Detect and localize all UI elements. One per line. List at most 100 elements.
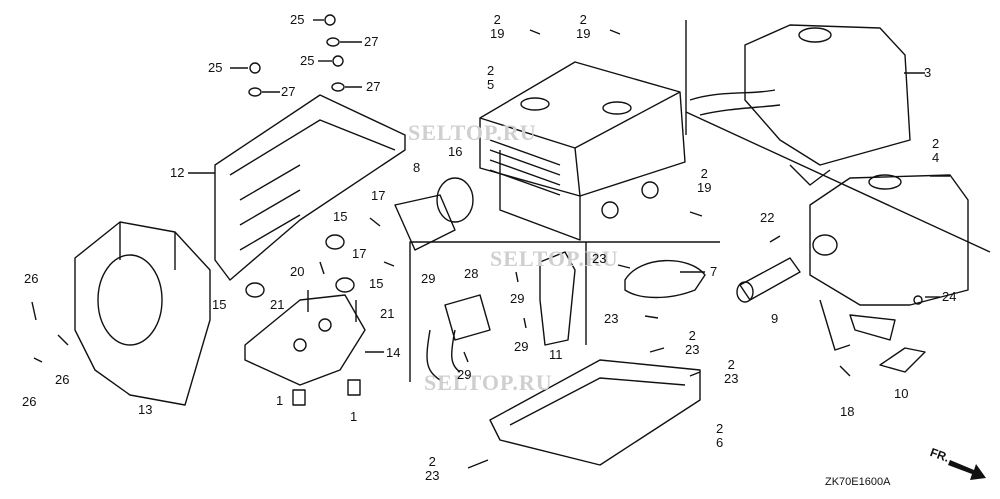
washer	[248, 87, 262, 97]
recoil-starter-frame	[74, 221, 211, 406]
muffler-lower-cover	[489, 359, 701, 466]
callout-15: 15	[212, 297, 227, 312]
collar	[292, 389, 306, 406]
callout-26: 26	[22, 394, 37, 409]
muffler-protector	[479, 61, 686, 241]
callout-12: 12	[170, 165, 185, 180]
callout-20: 20	[290, 264, 305, 279]
separator-line	[409, 241, 720, 382]
bolt	[57, 334, 69, 346]
callout-21: 21	[380, 306, 395, 321]
callout-25: 25	[208, 60, 223, 75]
callout-18: 18	[840, 404, 855, 419]
callout-14: 14	[386, 345, 401, 360]
callout-25: 25	[290, 12, 305, 27]
rubber-mount	[245, 282, 265, 298]
callout-26: 26	[55, 372, 70, 387]
muffler	[809, 174, 969, 351]
callout-17: 17	[371, 188, 386, 203]
muffler-gasket	[879, 347, 926, 373]
callout-11: 11	[549, 347, 563, 362]
collar	[347, 379, 361, 396]
bolt	[31, 301, 37, 321]
nut	[913, 295, 923, 305]
callout-15: 15	[333, 209, 348, 224]
bolt	[515, 271, 519, 283]
exhaust-deflector	[624, 259, 706, 299]
callout-16: 16	[448, 144, 463, 159]
callout-3: 3	[924, 65, 932, 80]
callout-10: 10	[894, 386, 909, 401]
callout-15: 15	[369, 276, 384, 291]
rubber-mount	[325, 234, 345, 250]
callout-27: 27	[364, 34, 379, 49]
callout-29: 29	[510, 291, 525, 306]
bolt	[529, 29, 541, 35]
callout-28: 28	[464, 266, 479, 281]
callout-17: 17	[352, 246, 367, 261]
bolt	[383, 261, 395, 267]
bolt	[649, 347, 665, 353]
bolt	[839, 365, 851, 377]
dust-cover	[394, 194, 456, 251]
exhaust-pipe	[426, 294, 491, 381]
callout-29: 29	[457, 367, 472, 382]
callout-9: 9	[771, 311, 779, 326]
bolt	[644, 315, 659, 319]
bolt	[617, 264, 631, 269]
callout-29: 29	[514, 339, 529, 354]
callout-26: 26	[24, 271, 39, 286]
callout-13: 13	[138, 402, 153, 417]
callout-21: 21	[270, 297, 285, 312]
exhaust-bracket	[539, 251, 576, 346]
nut	[249, 62, 261, 74]
bolt	[319, 261, 325, 275]
callout-27: 27	[281, 84, 296, 99]
engine-mount-plate	[244, 294, 366, 386]
bolt	[369, 217, 381, 227]
callout-8: 8	[413, 160, 421, 175]
bolt	[463, 351, 469, 363]
callout-29: 29	[421, 271, 436, 286]
nut	[332, 55, 344, 67]
callout-1: 1	[276, 393, 284, 408]
watermark: SELTOP.RU	[424, 370, 553, 395]
nut	[324, 14, 336, 26]
callout-24: 24	[942, 289, 957, 304]
callout-23: 23	[604, 311, 619, 326]
callout-7: 7	[710, 264, 718, 279]
bolt	[769, 235, 781, 243]
bolt	[689, 371, 701, 377]
bolt	[689, 211, 703, 217]
rubber-mount	[335, 277, 355, 293]
washer	[331, 82, 345, 92]
separator-line	[685, 111, 991, 253]
diagram-code: ZK70E1600A	[825, 476, 891, 488]
bolt	[609, 29, 621, 35]
callout-23: 23	[592, 251, 607, 266]
bolt	[467, 459, 489, 469]
air-cleaner-cover	[214, 94, 406, 281]
callout-27: 27	[366, 79, 381, 94]
front-arrow-icon	[948, 460, 986, 480]
watermark: SELTOP.RU	[490, 246, 619, 271]
bolt	[33, 357, 43, 363]
watermark: SELTOP.RU	[408, 120, 537, 145]
muffler-heat-protector	[689, 24, 911, 186]
washer	[326, 37, 340, 47]
callout-25: 25	[300, 53, 315, 68]
spark-arrester	[736, 257, 801, 303]
bolt	[523, 317, 527, 329]
callout-1: 1	[350, 409, 358, 424]
oil-seal	[436, 177, 474, 223]
